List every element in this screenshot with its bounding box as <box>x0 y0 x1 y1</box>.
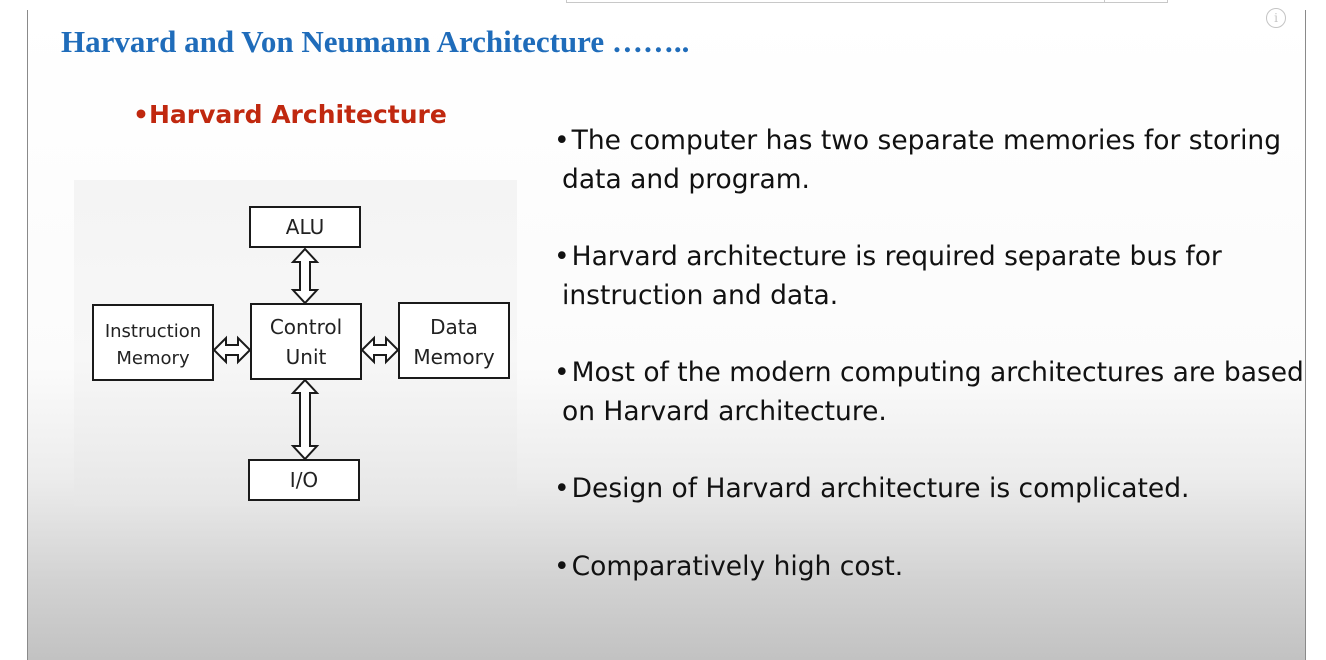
harvard-diagram: ALU Control Unit Instruction Memory Data… <box>74 180 517 506</box>
control-unit-block <box>250 303 362 380</box>
bullet-item: Harvard architecture is required separat… <box>554 238 1304 315</box>
instruction-memory-label-line1: Instruction <box>105 321 201 342</box>
instruction-memory-block <box>92 304 214 381</box>
instruction-control-arrow <box>212 335 252 365</box>
data-memory-label-line1: Data <box>430 315 478 339</box>
control-data-arrow <box>360 335 400 365</box>
alu-label: ALU <box>286 215 324 239</box>
instruction-memory-label-line2: Memory <box>116 348 190 369</box>
harvard-diagram-svg: ALU Control Unit Instruction Memory Data… <box>92 206 510 501</box>
top-search-divider <box>1104 0 1105 3</box>
bullet-item: Comparatively high cost. <box>554 548 1304 587</box>
section-subtitle: •Harvard Architecture <box>133 100 447 129</box>
alu-control-arrow <box>290 247 320 305</box>
control-io-arrow <box>290 378 320 461</box>
io-block <box>248 459 360 501</box>
alu-block <box>249 206 361 248</box>
bullet-item: The computer has two separate memories f… <box>554 122 1304 199</box>
data-memory-block <box>398 302 510 379</box>
slide: Harvard and Von Neumann Architecture …….… <box>27 10 1306 660</box>
top-search-box[interactable] <box>566 0 1168 3</box>
info-icon[interactable]: i <box>1266 8 1286 28</box>
control-unit-label-line2: Unit <box>286 345 327 369</box>
slide-title: Harvard and Von Neumann Architecture …….… <box>61 24 690 59</box>
bullet-item: Design of Harvard architecture is compli… <box>554 470 1304 509</box>
data-memory-label-line2: Memory <box>413 345 495 369</box>
control-unit-label-line1: Control <box>270 315 342 339</box>
io-label: I/O <box>290 468 318 492</box>
bullet-item: Most of the modern computing architectur… <box>554 354 1304 431</box>
bullet-list: The computer has two separate memories f… <box>554 122 1304 625</box>
top-bar <box>0 0 1326 10</box>
